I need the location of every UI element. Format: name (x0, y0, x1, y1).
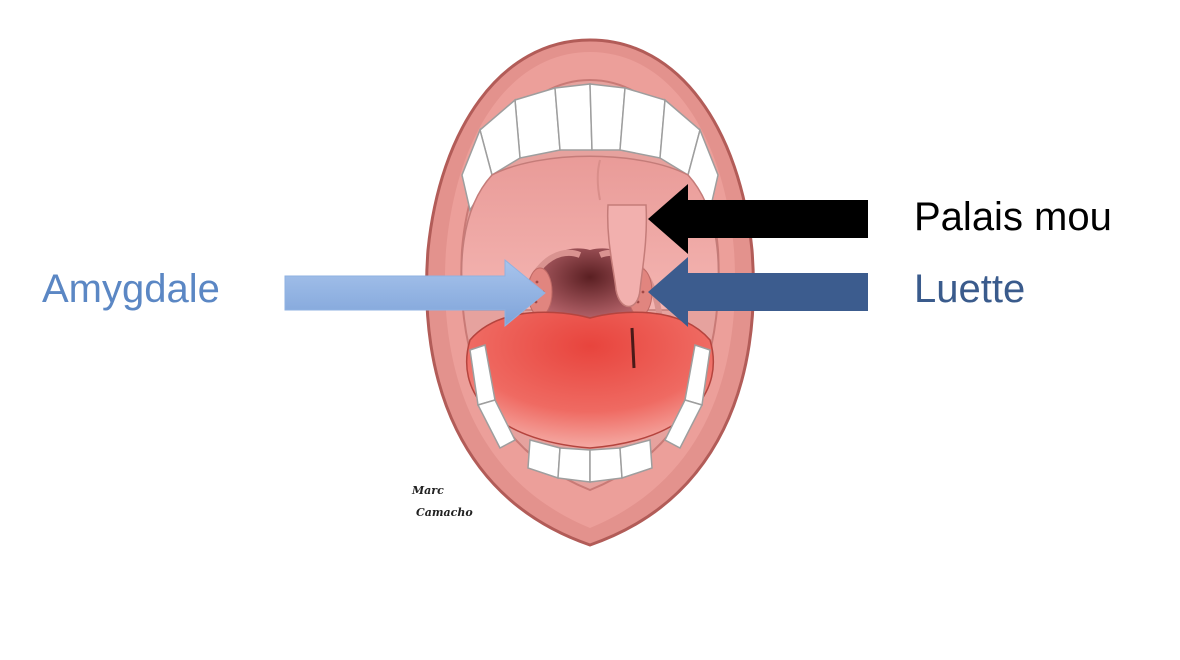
label-palais-mou: Palais mou (914, 195, 1112, 239)
amygdale-arrow (284, 258, 546, 328)
palais-mou-arrow (648, 184, 868, 254)
upper-teeth (461, 83, 719, 212)
artist-signature-line2: Camacho (416, 506, 473, 519)
lower-teeth (469, 344, 711, 483)
luette-arrow (648, 257, 868, 327)
artist-signature-line1: Marc (412, 484, 444, 497)
uvula (606, 204, 648, 308)
label-luette: Luette (914, 267, 1026, 311)
label-amygdale: Amygdale (42, 267, 220, 311)
